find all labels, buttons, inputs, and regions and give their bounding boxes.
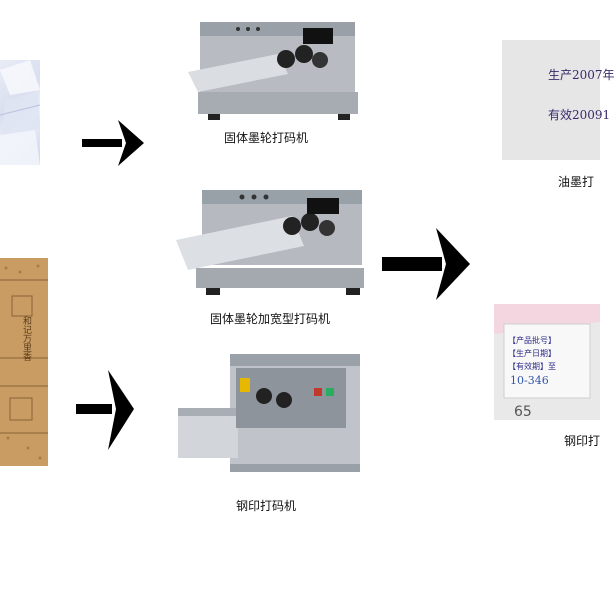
sample-ink-line-1: 生产2007年 (548, 68, 615, 82)
result-ink-caption: 油墨打 (558, 175, 595, 189)
wide-ink-wheel-coder-machine-image (172, 180, 370, 298)
svg-text:65: 65 (514, 404, 532, 420)
right-arrow-icon (82, 120, 144, 166)
ink-print-sample-image: 生产2007年 有效20091 (502, 40, 615, 160)
ink-wheel-coder-machine-image (178, 14, 363, 122)
result-steel-caption: 钢印打 (564, 434, 601, 448)
box-printed-text: 和记万里香 (21, 316, 31, 361)
right-arrow-icon (382, 228, 470, 300)
steel-stamp-coder-machine-image (174, 348, 370, 478)
right-arrow-icon (76, 370, 134, 450)
paper-sample-image (0, 60, 41, 165)
sample-steel-field-2: 【生产日期】 (508, 349, 556, 358)
sample-ink-line-2: 有效20091 (548, 108, 611, 122)
machine-3-caption: 钢印打码机 (236, 499, 297, 513)
sample-steel-field-3: 【有效期】至 (508, 362, 556, 371)
steel-stamp-sample-image: 65 【产品批号】 【生产日期】 【有效期】至 10-346 (494, 304, 600, 420)
sample-steel-field-1: 【产品批号】 (508, 336, 556, 345)
machine-1-caption: 固体墨轮打码机 (224, 131, 309, 145)
machine-2-caption: 固体墨轮加宽型打码机 (210, 312, 331, 326)
cardboard-box-sample-image: 和记万里香 (0, 258, 48, 466)
sample-steel-handwritten: 10-346 (510, 374, 549, 387)
